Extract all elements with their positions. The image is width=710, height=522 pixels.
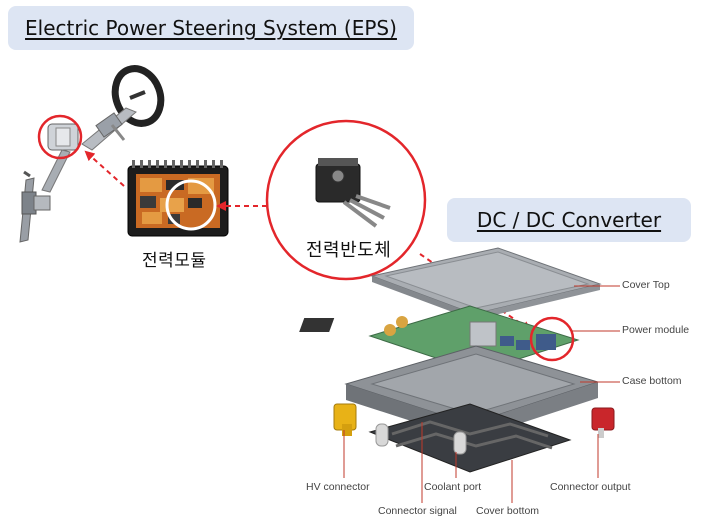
- callout-case-bottom: Case bottom: [622, 375, 682, 387]
- callout-connector-signal: Connector signal: [378, 505, 457, 517]
- power-semiconductor-label: 전력반도체: [306, 240, 392, 261]
- power-module-highlight-circle: [165, 179, 217, 231]
- callout-coolant-port: Coolant port: [424, 481, 482, 493]
- callout-leader-lines: [343, 285, 620, 503]
- callout-hv-connector: HV connector: [306, 481, 370, 493]
- callout-cover-top: Cover Top: [622, 279, 670, 291]
- dcdc-exploded-view: [299, 247, 615, 473]
- callout-power-module: Power module: [622, 324, 690, 336]
- eps-title: Electric Power Steering System (EPS): [8, 6, 414, 50]
- arrow-module-to-eps: [84, 150, 125, 187]
- eps-motor-highlight-circle: [37, 114, 83, 160]
- steering-assembly: [19, 65, 165, 243]
- power-semiconductor-image: [315, 158, 391, 228]
- callout-cover-bottom: Cover bottom: [476, 505, 540, 517]
- dcdc-power-module-highlight-circle: [529, 316, 575, 362]
- power-module-label: 전력모듈: [142, 251, 207, 271]
- dcdc-title: DC / DC Converter: [447, 198, 691, 242]
- callout-connector-output: Connector output: [550, 481, 631, 493]
